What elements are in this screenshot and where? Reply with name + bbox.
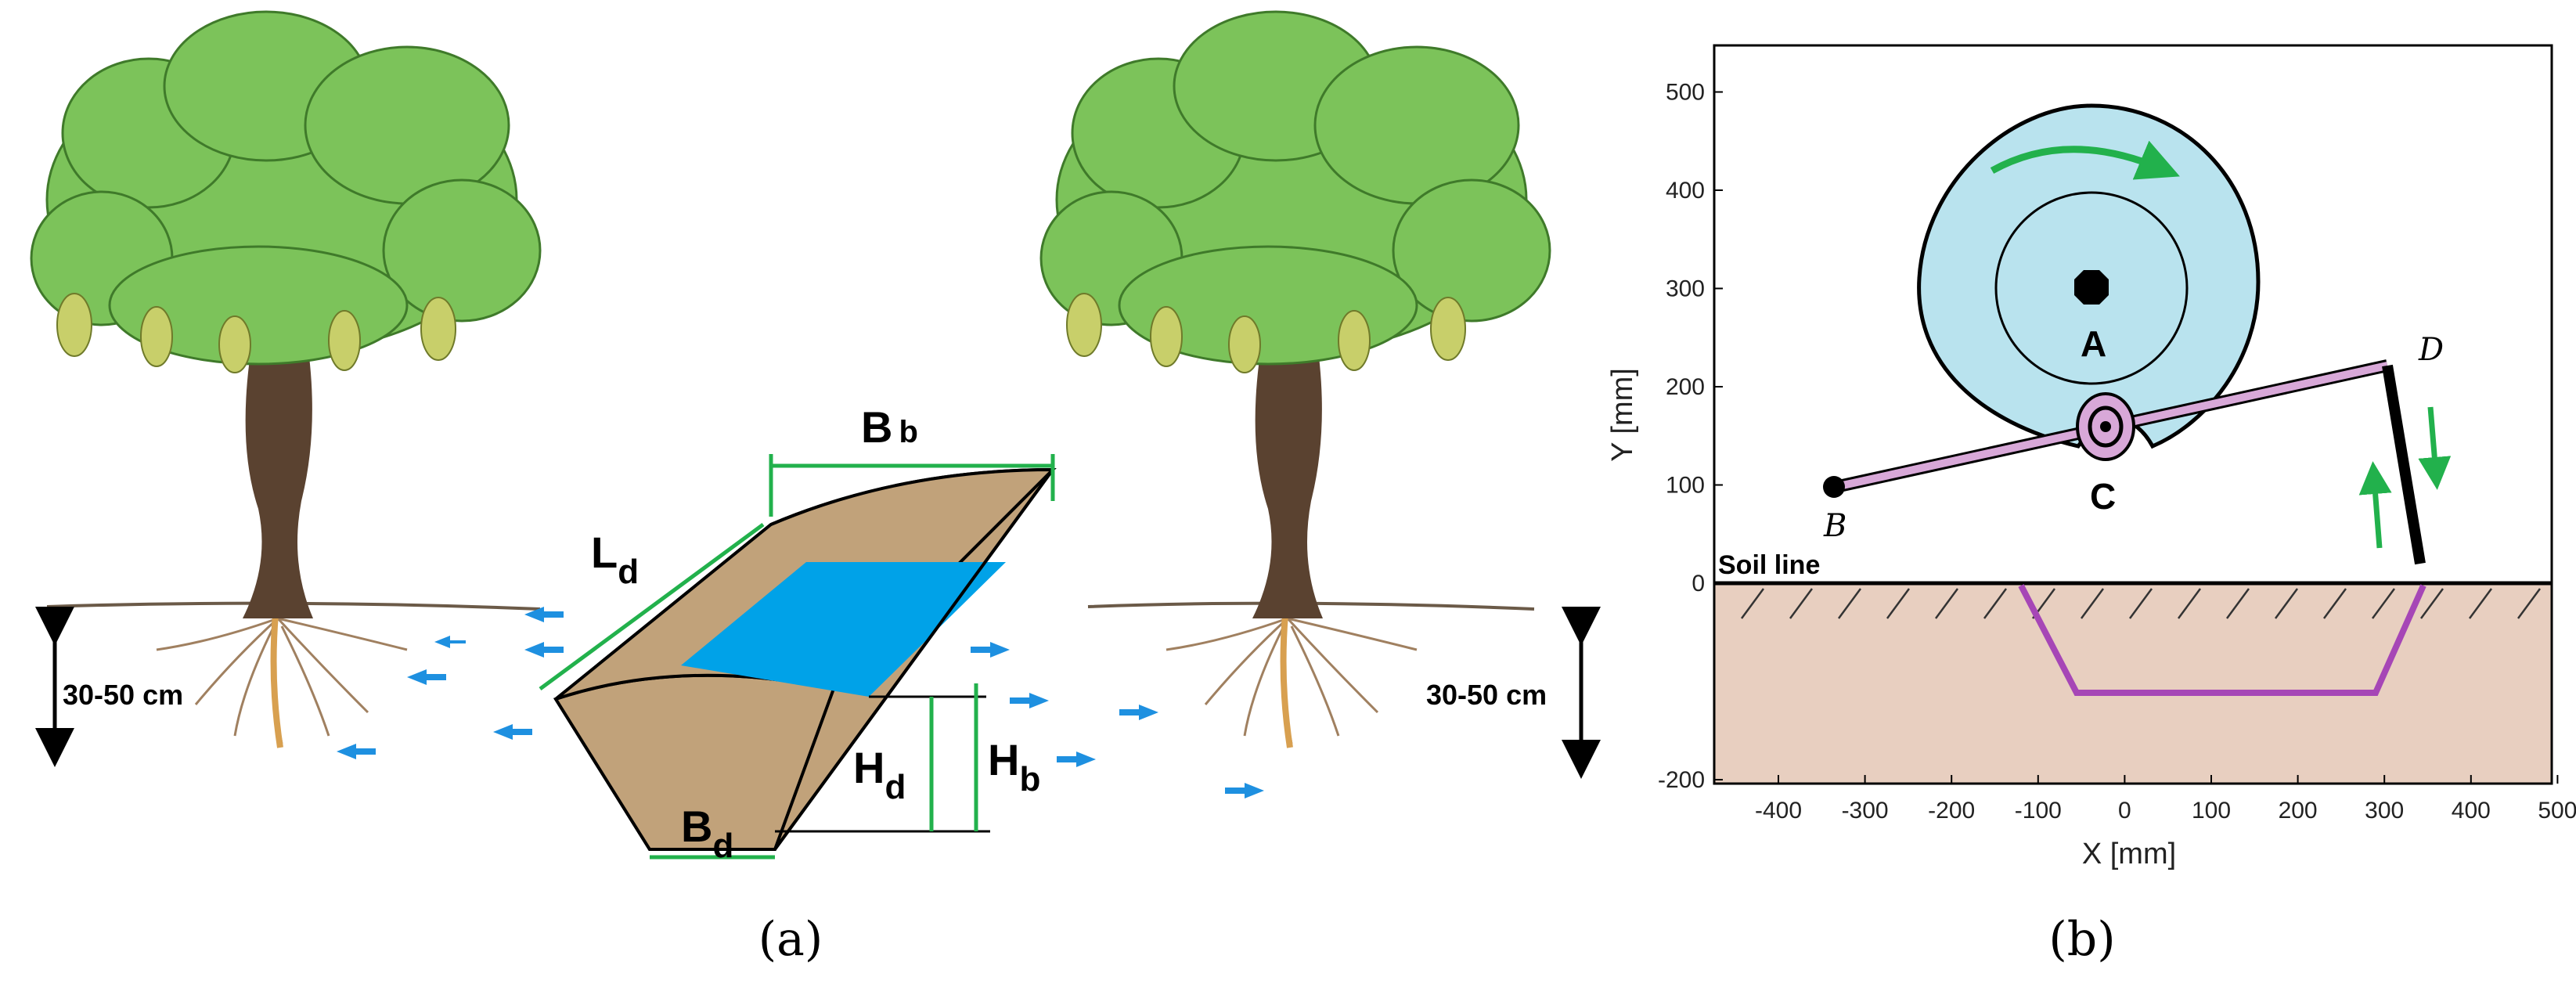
ditch-bottom-edge	[773, 468, 1054, 851]
dim-hb-label: Hb	[988, 735, 1040, 798]
vine-left	[30, 10, 542, 748]
flow-arrow-icon	[1119, 705, 1158, 720]
x-tick-label: 500	[2538, 798, 2576, 824]
x-tick-label: 400	[2452, 798, 2491, 824]
hatch-mark	[2371, 588, 2396, 619]
dim-ld-label: Ld	[591, 528, 639, 591]
vine-right	[1039, 10, 1551, 748]
tool-arrow-down-icon	[2418, 406, 2452, 490]
roots-right	[1166, 614, 1418, 744]
hatch-mark	[1740, 588, 1765, 619]
x-axis: -400 -300 -200 -100 0 100 200 300 400 500	[1755, 775, 2576, 824]
trunk-right	[1252, 329, 1323, 618]
hatch-mark	[2517, 588, 2542, 619]
hatch-mark	[1934, 588, 1959, 619]
depth-label-left: 30-50 cm	[63, 679, 183, 711]
y-axis: 500 400 300 200 100 0 -200	[1658, 80, 1723, 793]
hatch-mark	[2468, 588, 2493, 619]
ditch-water-surface	[681, 562, 1006, 697]
hatch-mark	[2080, 588, 2105, 619]
dim-bd-label: Bd	[681, 802, 733, 865]
x-tick-label: 0	[2118, 798, 2131, 824]
rotor-inner-circle	[1994, 191, 2189, 385]
hatch-mark	[2419, 588, 2444, 619]
ditch-prism	[553, 467, 1057, 851]
link-d-tool	[2382, 364, 2426, 565]
caption-b: (b)	[2048, 912, 2115, 967]
panel-b: Soil line A B D C -400 -300 -200 -100 0 100 20…	[1606, 44, 2576, 967]
flow-arrow-icon	[1057, 752, 1096, 767]
flow-arrow-icon	[524, 642, 564, 658]
caption-a: (a)	[758, 912, 823, 967]
flow-arrow-icon	[434, 636, 466, 648]
hatch-mark	[2322, 588, 2347, 619]
dimension-lines	[539, 454, 1055, 860]
rotation-arrow-icon	[1990, 140, 2180, 180]
hatch-mark	[1886, 588, 1911, 619]
flow-arrow-icon	[971, 642, 1010, 658]
y-axis-title: Y [mm]	[1606, 368, 1639, 462]
x-tick-label: -300	[1842, 798, 1889, 824]
flow-arrow-icon	[524, 607, 564, 622]
hatch-mark	[1789, 588, 1814, 619]
x-tick-label: -400	[1755, 798, 1802, 824]
hatch-mark	[2128, 588, 2153, 619]
tool-arrow-up-icon	[2358, 461, 2392, 549]
hatch-mark	[2177, 588, 2202, 619]
x-tick-label: 300	[2365, 798, 2404, 824]
grapes-right	[1066, 293, 1466, 373]
water-flow-arrows	[337, 607, 1264, 798]
point-b-label: B	[1823, 508, 1846, 544]
depth-label-right: 30-50 cm	[1426, 679, 1547, 711]
point-c-label: C	[2090, 476, 2116, 517]
x-tick-label: -100	[2015, 798, 2062, 824]
hatch-mark	[2225, 588, 2250, 619]
foliage-left	[30, 10, 542, 366]
furrow-profile	[2018, 584, 2426, 696]
flow-arrow-icon	[493, 724, 532, 740]
dim-ld-line	[539, 522, 765, 691]
y-tick-label: 0	[1692, 571, 1705, 597]
roots-left	[156, 614, 408, 744]
x-tick-label: -200	[1928, 798, 1975, 824]
pivot-c-dot	[2100, 421, 2111, 432]
pivot-b-icon	[1823, 476, 1845, 498]
y-tick-label: 100	[1666, 473, 1705, 499]
point-d-label: D	[2418, 332, 2444, 368]
hatch-mark	[1837, 588, 1862, 619]
foliage-right	[1039, 10, 1551, 366]
y-tick-label: 300	[1666, 276, 1705, 302]
x-tick-label: 100	[2192, 798, 2231, 824]
flow-arrow-icon	[337, 744, 376, 759]
flow-arrow-icon	[407, 669, 446, 685]
y-tick-label: -200	[1658, 767, 1705, 793]
shaft-a-icon	[2074, 270, 2109, 305]
y-tick-label: 500	[1666, 80, 1705, 106]
plot-frame	[1713, 44, 2553, 785]
trunk-left	[243, 329, 313, 618]
taproot-right	[1280, 614, 1293, 748]
hatch-mark	[1983, 588, 2008, 619]
flow-arrow-icon	[1010, 693, 1049, 708]
soil-hatching	[1740, 588, 2542, 619]
dim-hd-label: Hd	[853, 743, 906, 806]
y-tick-label: 200	[1666, 374, 1705, 400]
flow-arrow-icon	[1225, 783, 1264, 798]
panel-a: 30-50 cm 30-50 cm	[30, 10, 1601, 967]
taproot-left	[270, 614, 283, 748]
y-tick-label: 400	[1666, 178, 1705, 204]
x-axis-title: X [mm]	[2082, 838, 2176, 870]
point-a-label: A	[2081, 323, 2106, 364]
x-tick-label: 200	[2279, 798, 2318, 824]
grapes-left	[56, 293, 456, 373]
soil-line-label: Soil line	[1718, 550, 1820, 580]
hatch-mark	[2274, 588, 2299, 619]
